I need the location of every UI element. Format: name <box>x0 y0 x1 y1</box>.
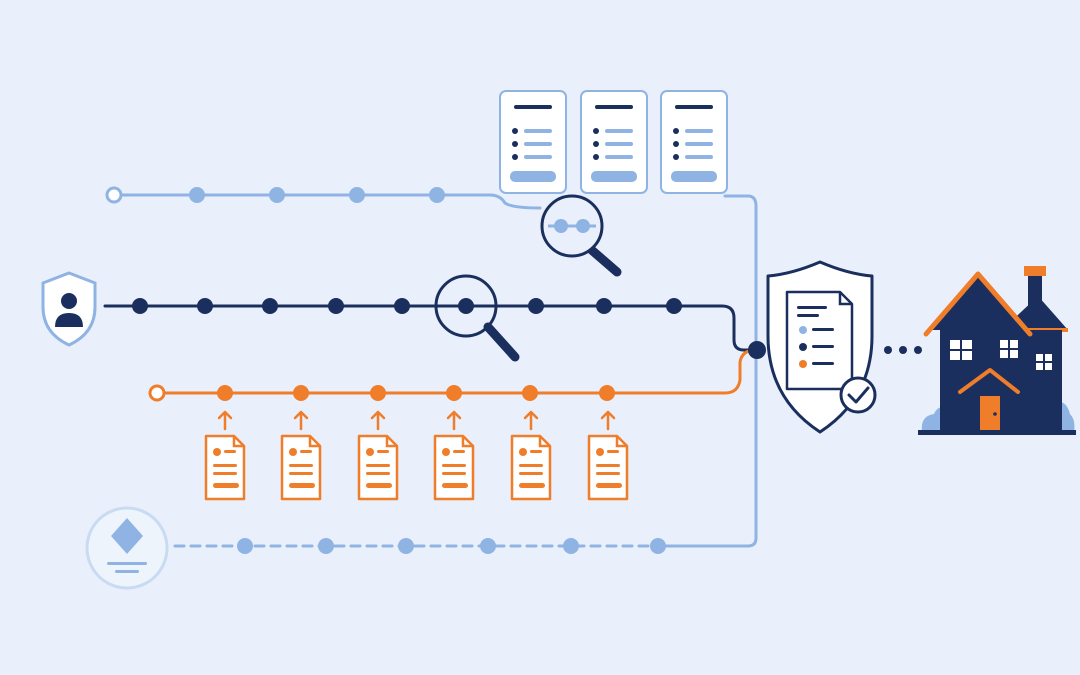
report-document-icon <box>499 90 567 194</box>
document-icon <box>280 410 322 501</box>
dashed-lane-node <box>398 538 414 554</box>
house-icon <box>918 266 1076 435</box>
light-lane-start <box>105 186 123 204</box>
navy-lane-node <box>528 298 544 314</box>
dashed-lane-node <box>318 538 334 554</box>
navy-lane-node <box>197 298 213 314</box>
dotted-link <box>884 346 922 354</box>
document-icon <box>204 410 246 501</box>
navy-lane-node <box>666 298 682 314</box>
navy-lane-node <box>394 298 410 314</box>
orange-lane-node <box>446 385 462 401</box>
navy-lane-nodes <box>132 298 682 314</box>
diamond-badge-icon <box>85 506 169 590</box>
navy-lane-node <box>262 298 278 314</box>
light-lane-line <box>118 193 507 205</box>
orange-lane-nodes <box>148 384 615 402</box>
orange-lane-node <box>522 385 538 401</box>
navy-lane-node <box>596 298 612 314</box>
dashed-lane-node <box>480 538 496 554</box>
magnifier-icon <box>434 274 520 362</box>
report-cards <box>499 90 728 194</box>
shield-check-icon <box>766 260 877 434</box>
document-icons <box>204 410 629 501</box>
light-lane-node <box>349 187 365 203</box>
document-icon <box>433 410 475 501</box>
orange-lane-node <box>217 385 233 401</box>
connectors <box>103 193 922 548</box>
navy-lane-node <box>132 298 148 314</box>
report-document-icon <box>660 90 728 194</box>
dashed-lane-node <box>237 538 253 554</box>
orange-lane-line <box>161 348 758 395</box>
user-shield-icon <box>41 271 97 347</box>
document-icon <box>357 410 399 501</box>
right-rail <box>658 194 758 548</box>
orange-lane-start <box>148 384 166 402</box>
light-lane-node <box>189 187 205 203</box>
orange-lane-node <box>599 385 615 401</box>
magnifier-icon <box>540 194 622 277</box>
navy-lane-line <box>103 304 758 352</box>
light-lane-nodes <box>105 186 445 204</box>
report-document-icon <box>580 90 648 194</box>
dashed-lane-node <box>563 538 579 554</box>
orange-lane-node <box>370 385 386 401</box>
document-icon <box>587 410 629 501</box>
dashed-lane-node <box>650 538 666 554</box>
dashed-lane-nodes <box>237 538 666 554</box>
report-connector <box>503 201 542 210</box>
light-lane-node <box>429 187 445 203</box>
orange-lane-node <box>293 385 309 401</box>
junction-node <box>748 341 766 359</box>
navy-lane-node <box>328 298 344 314</box>
light-lane-node <box>269 187 285 203</box>
document-icon <box>510 410 552 501</box>
